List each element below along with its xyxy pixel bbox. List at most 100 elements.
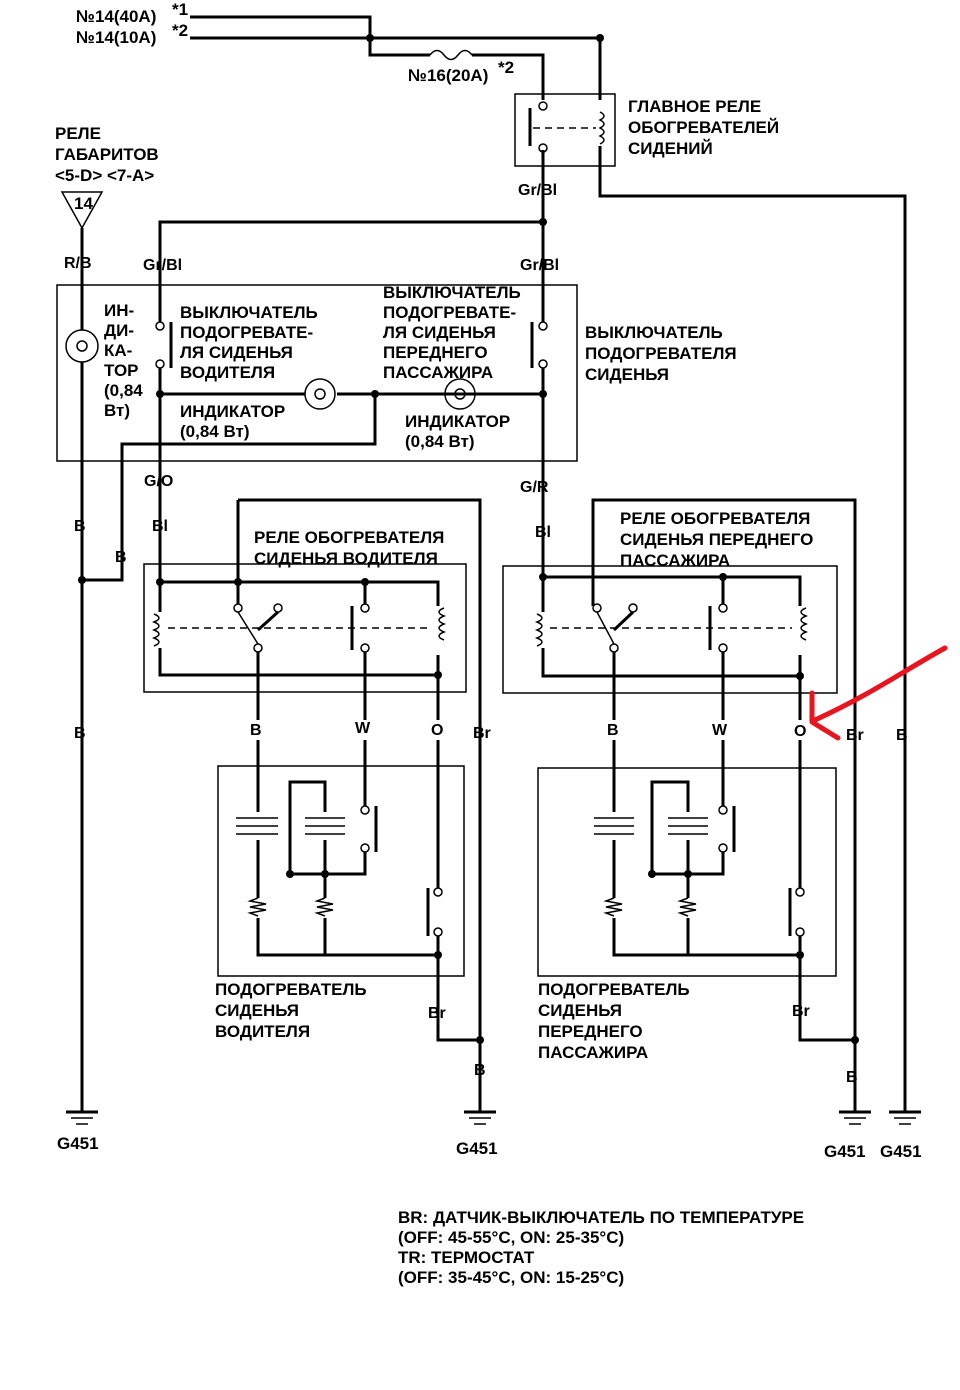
wire-label-g-o: G/O <box>144 473 173 490</box>
legend-line-1: BR: ДАТЧИК-ВЫКЛЮЧАТЕЛЬ ПО ТЕМПЕРАТУРЕ <box>398 1208 804 1227</box>
legend-line-4: (OFF: 35-45°C, ON: 15-25°C) <box>398 1268 624 1287</box>
indicator-lamp-left <box>65 329 99 363</box>
ground-symbol-1 <box>66 1100 98 1125</box>
wire-label-b-indicator: B <box>115 549 127 566</box>
parking-relay: РЕЛЕ ГАБАРИТОВ <5-D> <7-A> 14 R/B <box>55 124 159 285</box>
wire-br-driver <box>238 498 482 1040</box>
wire-label-b-passenger: B <box>607 722 619 739</box>
passenger-heater-label-1: ПОДОГРЕВАТЕЛЬ <box>538 980 690 999</box>
fuse-14-40a-label: №14(40A) <box>76 7 156 26</box>
ground-label-4: G451 <box>880 1142 922 1161</box>
passenger-relay-box <box>502 565 838 694</box>
wire-label-gr-bl-left: Gr/Bl <box>143 257 182 274</box>
driver-relay-coil-right <box>438 607 447 641</box>
passenger-switch-label-4: ПЕРЕДНЕГО <box>383 343 488 362</box>
driver-back-resistor <box>314 897 334 917</box>
passenger-indicator-label-1: ИНДИКАТОР <box>405 412 510 431</box>
grounds: B B G451 G451 G451 G451 <box>57 1040 922 1161</box>
driver-switch-label-2: ПОДОГРЕВАТЕ- <box>180 323 313 342</box>
passenger-relay: РЕЛЕ ОБОГРЕВАТЕЛЯ СИДЕНЬЯ ПЕРЕДНЕГО ПАСС… <box>502 498 857 1040</box>
wire-label-br-passenger-heater: Br <box>792 1003 810 1020</box>
indicator-lamp-passenger <box>444 378 476 410</box>
passenger-relay-label-1: РЕЛЕ ОБОГРЕВАТЕЛЯ <box>620 509 810 528</box>
driver-relay-box <box>143 563 467 693</box>
fuse-section: №14(40A) *1 №14(10A) *2 №16(20A) *2 <box>76 0 604 100</box>
fuse-16-note: *2 <box>498 58 514 77</box>
passenger-relay-coil-right <box>800 607 809 641</box>
left-indicator-label-2: ДИ- <box>104 321 134 340</box>
passenger-switch-label-1: ВЫКЛЮЧАТЕЛЬ <box>383 283 521 302</box>
main-relay-coil <box>598 111 605 145</box>
parking-relay-label-1: РЕЛЕ <box>55 124 101 143</box>
left-indicator-label-5: (0,84 <box>104 381 143 400</box>
driver-indicator-label-1: ИНДИКАТОР <box>180 402 285 421</box>
driver-relay-coil-left <box>151 613 160 647</box>
driver-relay-label-2: СИДЕНЬЯ ВОДИТЕЛЯ <box>254 549 438 568</box>
wire-label-w-driver: W <box>355 720 371 737</box>
passenger-relay-label-3: ПАССАЖИРА <box>620 551 730 570</box>
ground-symbol-4 <box>889 1100 921 1125</box>
driver-heater: ПОДОГРЕВАТЕЛЬ СИДЕНЬЯ ВОДИТЕЛЯ Br <box>215 740 484 1044</box>
wire-label-gr-bl-top: Gr/Bl <box>518 182 557 199</box>
wire-driver-relay-feed <box>158 500 440 606</box>
note-1: *1 <box>172 0 188 19</box>
driver-seat-element <box>236 817 278 835</box>
driver-switch-label-1: ВЫКЛЮЧАТЕЛЬ <box>180 303 318 322</box>
passenger-back-resistor <box>677 897 697 917</box>
wire-passenger-br-ground <box>798 936 855 1042</box>
passenger-relay-label-2: СИДЕНЬЯ ПЕРЕДНЕГО <box>620 530 813 549</box>
red-annotation-arrow <box>809 645 948 741</box>
driver-switch-label-3: ЛЯ СИДЕНЬЯ <box>180 343 293 362</box>
passenger-seat-element <box>594 817 634 835</box>
wire-label-br-passenger: Br <box>846 727 864 744</box>
wire-driver-br-ground <box>436 936 480 1042</box>
wire-driver-coil <box>158 582 440 677</box>
wire-label-w-passenger: W <box>712 722 728 739</box>
parking-relay-label-2: ГАБАРИТОВ <box>55 145 159 164</box>
wire-label-b-ground-left: B <box>74 725 86 742</box>
wire-label-br-driver-heater: Br <box>428 1005 446 1022</box>
parking-relay-label-3: <5-D> <7-A> <box>55 166 154 185</box>
switch-unit-label-1: ВЫКЛЮЧАТЕЛЬ <box>585 323 723 342</box>
wire-br-passenger <box>591 498 857 1040</box>
ground-label-1: G451 <box>57 1134 99 1153</box>
passenger-heater-label-3: ПЕРЕДНЕГО <box>538 1022 643 1041</box>
wire-label-b-ground-passenger: B <box>846 1069 858 1086</box>
passenger-switch-label-2: ПОДОГРЕВАТЕ- <box>383 303 516 322</box>
ground-symbol-2 <box>464 1100 496 1125</box>
wire-label-br-driver: Br <box>473 725 491 742</box>
wire-label-b-ground-driver: B <box>474 1062 486 1079</box>
passenger-heater-label-2: СИДЕНЬЯ <box>538 1001 622 1020</box>
main-relay-label-3: СИДЕНИЙ <box>628 139 713 158</box>
driver-heater-label-2: СИДЕНЬЯ <box>215 1001 299 1020</box>
parking-relay-number: 14 <box>74 194 93 213</box>
wire-fuse14-40 <box>190 15 430 57</box>
wire-labels-row: B B W O Br B W O Br B <box>74 720 908 744</box>
passenger-heater-box <box>537 767 837 977</box>
driver-heater-box <box>217 765 465 977</box>
switch-unit-label-2: ПОДОГРЕВАТЕЛЯ <box>585 344 737 363</box>
passenger-switch-label-3: ЛЯ СИДЕНЬЯ <box>383 323 496 342</box>
legend-line-3: TR: ТЕРМОСТАТ <box>398 1248 535 1267</box>
legend-line-2: (OFF: 45-55°C, ON: 25-35°C) <box>398 1228 624 1247</box>
wire-indicator-return <box>82 394 377 582</box>
wire-driver-seat-element <box>256 740 438 957</box>
wire-label-o-driver: O <box>431 722 443 739</box>
driver-relay-label-1: РЕЛЕ ОБОГРЕВАТЕЛЯ <box>254 528 444 547</box>
left-indicator-label-4: ТОР <box>104 361 139 380</box>
note-2: *2 <box>172 21 188 40</box>
wire-passenger-seat-element <box>612 740 800 957</box>
fuse-14-10a-label: №14(10A) <box>76 28 156 47</box>
switch-unit-label-3: СИДЕНЬЯ <box>585 365 669 384</box>
ground-label-3: G451 <box>824 1142 866 1161</box>
wire-driver-back-loop <box>288 780 367 876</box>
driver-switch-label-4: ВОДИТЕЛЯ <box>180 363 275 382</box>
wire-label-b-driver: B <box>250 722 262 739</box>
passenger-indicator-label-2: (0,84 Вт) <box>405 432 475 451</box>
left-indicator-label-1: ИН- <box>104 301 134 320</box>
wire-label-o-passenger: O <box>794 723 806 740</box>
wire-label-r-b: R/B <box>64 255 92 272</box>
main-relay: ГЛАВНОЕ РЕЛЕ ОБОГРЕВАТЕЛЕЙ СИДЕНИЙ Gr/Bl <box>514 93 907 1110</box>
fuse-16-symbol <box>429 49 473 61</box>
